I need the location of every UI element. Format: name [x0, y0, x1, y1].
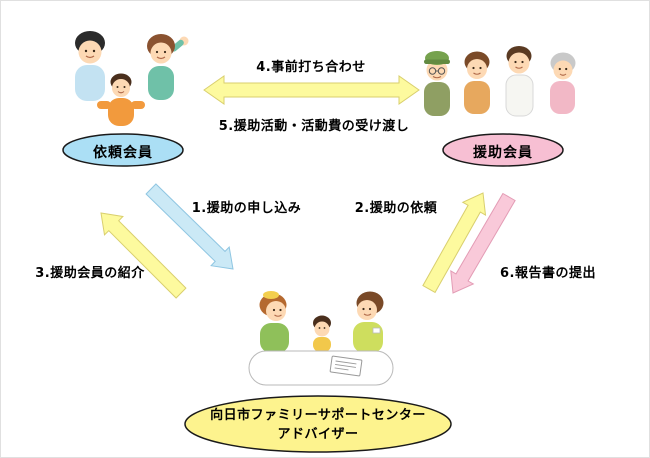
arrow-step4-step5-double [203, 75, 420, 105]
flow-label-step5: 5.援助活動・活動費の受け渡し [218, 119, 410, 134]
supporter-man-figure [505, 46, 534, 117]
advisor-child-figure [313, 315, 331, 352]
arrow-step6-report [450, 192, 516, 294]
arrow-step2-request [422, 192, 487, 294]
father-figure [75, 31, 105, 101]
paper-document [329, 355, 363, 377]
flow-label-step6: 6.報告書の提出 [500, 266, 596, 281]
advisor-label-line1: 向日市ファミリーサポートセンター [210, 408, 426, 423]
advisor-node-label: 向日市ファミリーサポートセンター アドバイザー [185, 407, 451, 445]
supporter-group-illustration [411, 45, 593, 133]
supporter-node-oval [442, 133, 564, 167]
advisor-left-figure [259, 291, 289, 353]
mother-figure [147, 34, 189, 100]
flow-label-step2: 2.援助の依頼 [354, 201, 438, 216]
grandfather-figure [424, 51, 450, 116]
grandmother-figure [550, 52, 576, 114]
arrow-step3-introduce [100, 212, 187, 299]
requester-node-oval [62, 133, 184, 167]
table [248, 350, 394, 386]
flow-label-step3: 3.援助会員の紹介 [35, 266, 145, 281]
supporter-node-label: 援助会員 [473, 145, 533, 161]
arrow-step1-apply [145, 183, 234, 270]
advisor-node-oval [184, 395, 452, 453]
advisor-right-figure [353, 291, 384, 353]
advisor-label-line2: アドバイザー [277, 426, 359, 442]
child-figure [97, 73, 145, 126]
flow-label-step1: 1.援助の申し込み [191, 201, 302, 216]
advisor-scene-illustration [227, 281, 415, 395]
requester-node-label: 依頼会員 [93, 145, 153, 161]
flow-label-step4: 4.事前打ち合わせ [256, 60, 366, 75]
supporter-woman-figure [464, 51, 490, 114]
requester-family-illustration [54, 25, 196, 133]
